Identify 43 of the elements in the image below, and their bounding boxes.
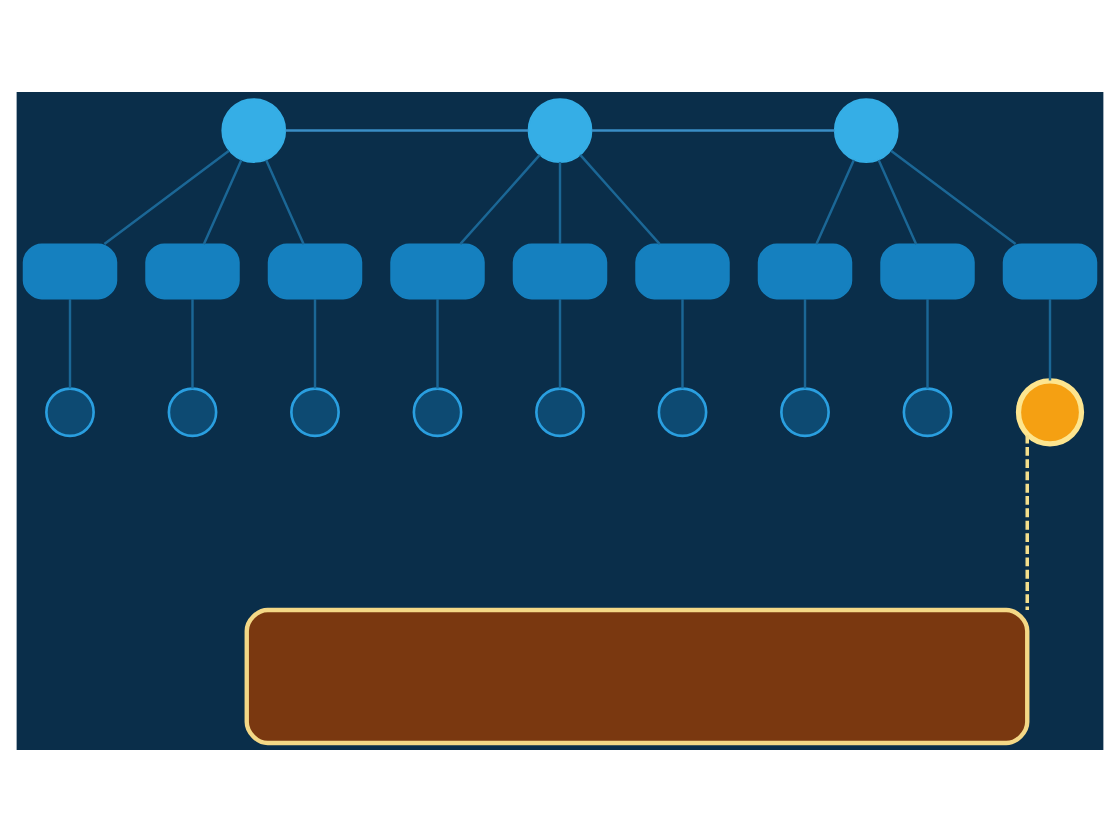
- node-circle: [902, 386, 953, 437]
- connector: [558, 297, 562, 388]
- node-circle: [1015, 377, 1085, 446]
- node-box: [757, 242, 853, 299]
- connector: [1048, 297, 1052, 380]
- node-circle: [45, 386, 95, 437]
- node-circle: [290, 386, 340, 437]
- connector: [68, 297, 72, 388]
- connector: [1025, 434, 1029, 609]
- connector: [459, 153, 541, 244]
- node-circle: [535, 386, 585, 437]
- connector: [191, 297, 194, 388]
- connector: [313, 297, 317, 388]
- node-box: [512, 242, 608, 299]
- node-box: [880, 242, 975, 299]
- connector: [202, 158, 243, 244]
- node-box: [390, 242, 485, 299]
- node-circle: [657, 386, 708, 437]
- node-circle: [221, 97, 287, 162]
- node-box: [145, 242, 240, 299]
- connector: [926, 297, 929, 388]
- connector: [681, 297, 684, 388]
- node-pill: [244, 606, 1030, 745]
- connector: [591, 128, 835, 131]
- connector: [103, 148, 230, 244]
- node-box: [635, 242, 730, 299]
- node-box: [267, 242, 363, 299]
- connector: [558, 161, 562, 243]
- node-circle: [780, 386, 830, 437]
- connector: [815, 158, 855, 244]
- node-circle: [527, 97, 593, 162]
- connector: [285, 128, 529, 131]
- connector: [265, 158, 305, 244]
- connector: [803, 297, 807, 388]
- node-circle: [833, 97, 899, 162]
- node-circle: [412, 386, 463, 437]
- connector: [579, 153, 661, 244]
- node-circle: [167, 386, 218, 437]
- connector: [877, 158, 918, 244]
- node-box: [22, 242, 118, 299]
- connector: [436, 297, 439, 388]
- node-box: [1002, 242, 1098, 299]
- connector: [890, 148, 1017, 244]
